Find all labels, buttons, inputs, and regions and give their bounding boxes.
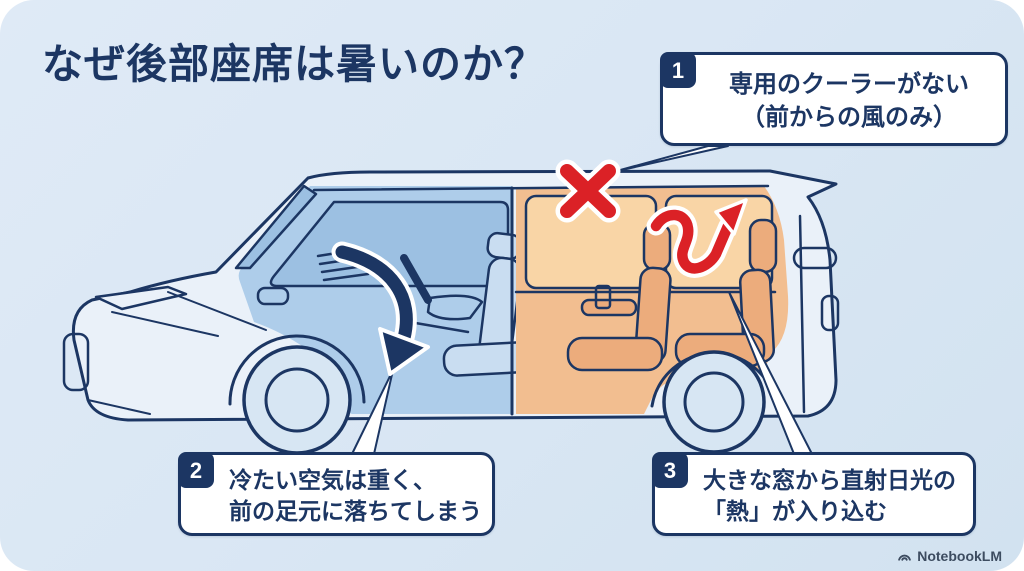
door-handle xyxy=(594,284,612,310)
side-mirror xyxy=(256,286,290,306)
roof-inner-line xyxy=(312,184,770,192)
cold-air-arrow-icon xyxy=(331,241,430,376)
leader-callout-1 xyxy=(612,145,729,173)
callout-text-line: 「熱」が入り込む xyxy=(703,498,887,524)
no-cooler-x-icon xyxy=(555,159,621,223)
page-title: なぜ後部座席は暑いのか？ xyxy=(42,41,546,87)
steering-wheel xyxy=(400,254,432,304)
front-bumper-inset xyxy=(62,332,90,392)
callout-text-line: （前からの風のみ） xyxy=(741,104,957,131)
callout-number-badge: 1 xyxy=(660,52,696,88)
tailgate-quarter-window xyxy=(792,246,838,270)
sliding-door-window xyxy=(524,194,658,290)
tailgate-line xyxy=(798,214,806,414)
callout-text-line: 冷たい空気は重く、 xyxy=(229,467,436,493)
callout-text-line: 前の足元に落ちてしまう xyxy=(229,498,482,524)
hood-crease-lines xyxy=(87,291,267,415)
front-wheel-well xyxy=(228,334,366,406)
callout-number-badge: 3 xyxy=(652,452,688,488)
callout-sunlight-heat: 3 大きな窓から直射日光の 「熱」が入り込む xyxy=(652,452,976,536)
tail-light xyxy=(820,294,840,332)
front-wheel xyxy=(242,345,352,455)
callout-number-badge: 2 xyxy=(178,452,214,488)
callout-cold-air-falls: 2 冷たい空気は重く、 前の足元に落ちてしまう xyxy=(178,452,495,536)
callout-text-line: 専用のクーラーがない xyxy=(729,71,969,98)
callout-no-dedicated-cooler: 1 専用のクーラーがない （前からの風のみ） xyxy=(660,52,1008,146)
callout-text-line: 大きな窓から直射日光の xyxy=(703,467,956,493)
brand-label: NotebookLM xyxy=(917,548,1002,564)
callout-leader-lines xyxy=(351,145,813,455)
heat-wave-arrow-icon xyxy=(646,198,748,278)
notebooklm-logo-icon xyxy=(898,554,912,561)
brand-footer: NotebookLM xyxy=(897,548,1002,564)
rear-wheel xyxy=(662,350,766,454)
windshield xyxy=(234,184,318,270)
headlight xyxy=(94,285,188,311)
